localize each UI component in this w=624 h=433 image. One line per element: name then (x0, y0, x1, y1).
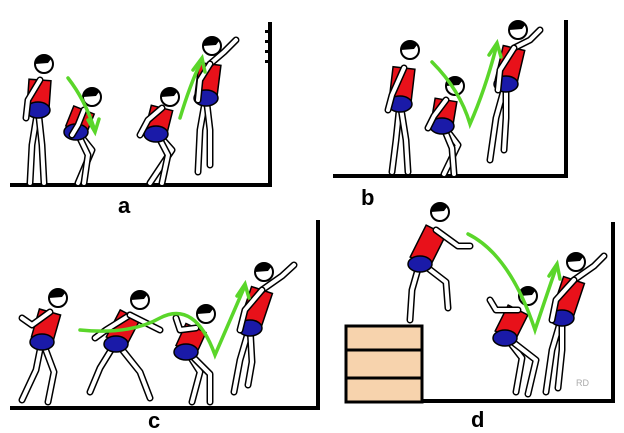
athlete-figure-9 (86, 290, 164, 402)
shorts (143, 125, 169, 143)
athlete-figure-1 (22, 54, 54, 187)
artist-signature: RD (576, 378, 589, 388)
countermovement-arrow-a (66, 76, 101, 137)
plyo-box (344, 324, 424, 404)
athlete-figure-5 (384, 40, 420, 176)
athlete-figure-14 (542, 252, 608, 396)
athlete-figure-10 (172, 304, 216, 406)
wall-marks (265, 30, 269, 63)
shorts (492, 329, 518, 347)
shorts (173, 343, 199, 361)
ground-and-walls (10, 20, 615, 410)
panel-label-c: c (148, 408, 160, 433)
shorts (29, 333, 55, 351)
panel-label-a: a (118, 193, 131, 218)
countermovement-arrow-b (430, 38, 503, 130)
jump-arrow-a (178, 53, 207, 120)
panel-label-b: b (361, 185, 374, 210)
athlete-figure-6 (424, 76, 465, 178)
athlete-figure-7 (486, 20, 544, 164)
athlete-figure-11 (230, 261, 298, 396)
athlete-figure-3 (136, 87, 180, 187)
athlete-figure-13 (486, 286, 540, 398)
athlete-figure-4 (193, 36, 240, 176)
approach-arrow-c (78, 279, 251, 360)
athlete-figure-12 (406, 202, 474, 324)
panel-label-d: d (471, 407, 484, 432)
shorts (407, 255, 433, 273)
depth-jump-arrow-d (466, 232, 562, 336)
athlete-figure-8 (18, 288, 68, 406)
shorts (103, 335, 129, 353)
